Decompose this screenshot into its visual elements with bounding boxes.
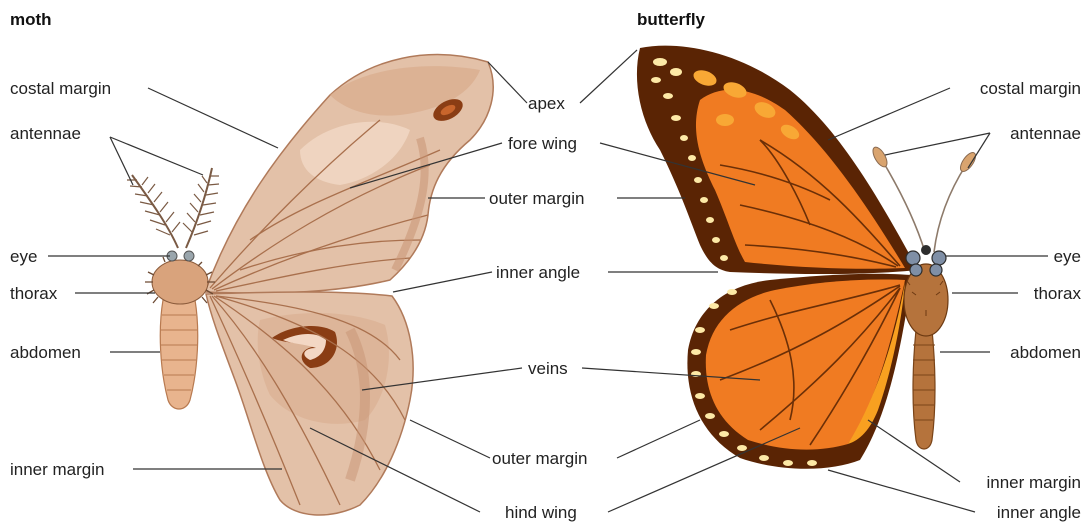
butterfly-thorax xyxy=(904,264,948,336)
label-outer-margin-bottom: outer margin xyxy=(492,449,587,468)
butterfly-label-inner-angle: inner angle xyxy=(997,503,1081,522)
butterfly-label-eye: eye xyxy=(1054,247,1081,266)
moth-antennae xyxy=(127,168,219,248)
moth-thorax xyxy=(152,260,208,304)
butterfly-label-thorax: thorax xyxy=(1034,284,1082,303)
moth-label-eye: eye xyxy=(10,247,37,266)
butterfly-label-abdomen: abdomen xyxy=(1010,343,1081,362)
butterfly-label-antennae: antennae xyxy=(1010,124,1081,143)
label-apex: apex xyxy=(528,94,565,113)
moth-label-thorax: thorax xyxy=(10,284,58,303)
butterfly-illustration xyxy=(637,46,978,469)
moth-label-costal-margin: costal margin xyxy=(10,79,111,98)
moth-heading: moth xyxy=(10,10,52,29)
moth-label-antennae: antennae xyxy=(10,124,81,143)
moth-label-inner-margin: inner margin xyxy=(10,460,105,479)
moth-label-abdomen: abdomen xyxy=(10,343,81,362)
label-outer-margin-top: outer margin xyxy=(489,189,584,208)
butterfly-label-inner-margin: inner margin xyxy=(987,473,1082,492)
label-hind-wing: hind wing xyxy=(505,503,577,522)
moth-illustration xyxy=(127,55,493,515)
butterfly-heading: butterfly xyxy=(637,10,706,29)
butterfly-label-costal-margin: costal margin xyxy=(980,79,1081,98)
moth-abdomen xyxy=(160,300,197,409)
label-veins: veins xyxy=(528,359,568,378)
label-inner-angle: inner angle xyxy=(496,263,580,282)
label-fore-wing: fore wing xyxy=(508,134,577,153)
